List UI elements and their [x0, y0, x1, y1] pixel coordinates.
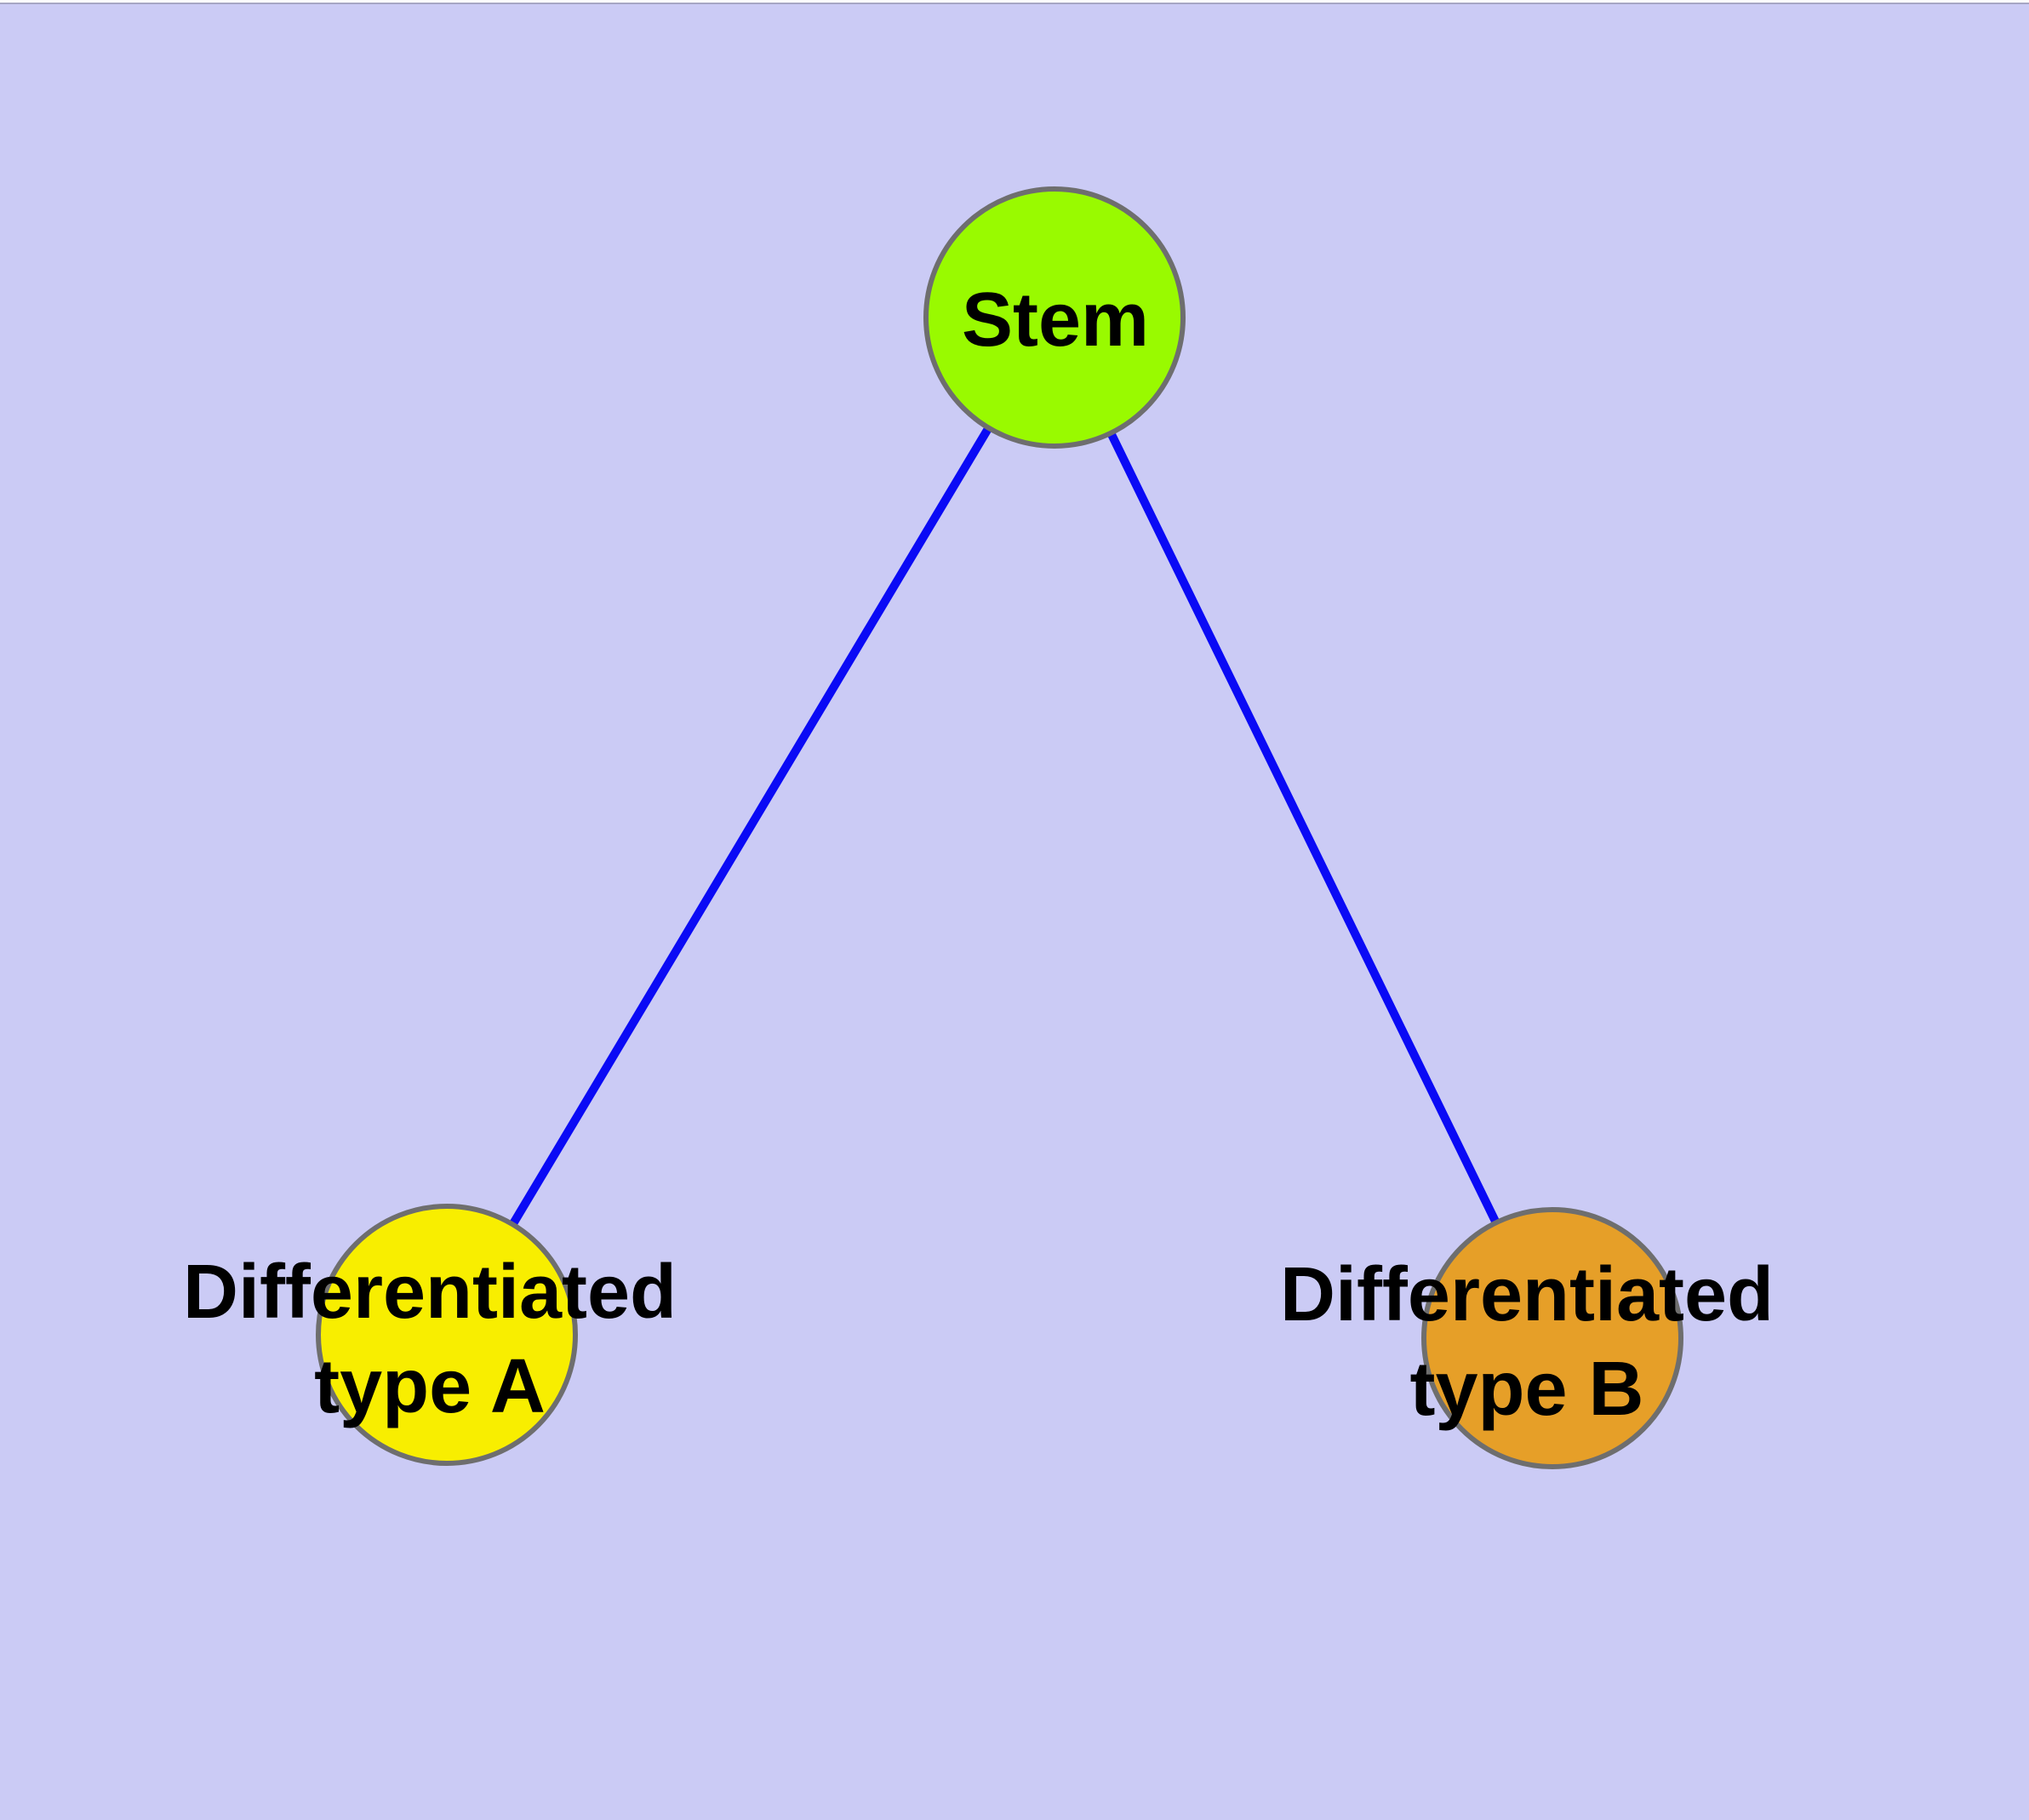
edge-stem-to-type-b — [1050, 315, 1557, 1341]
node-type-a — [316, 1204, 578, 1466]
window-top-highlight — [0, 0, 2029, 3]
node-label-stem: Stem — [962, 278, 1149, 363]
window-top-edge-line — [0, 3, 2029, 4]
node-label-type-a-line2: type A — [314, 1344, 546, 1429]
node-label-type-b-line2: type B — [1409, 1347, 1643, 1432]
edge-stem-to-type-a — [443, 315, 1059, 1337]
node-stem — [923, 186, 1186, 449]
node-label-type-a-line1: Differentiated — [183, 1250, 677, 1335]
node-type-b — [1421, 1207, 1683, 1469]
node-label-type-b-line1: Differentiated — [1280, 1252, 1774, 1337]
